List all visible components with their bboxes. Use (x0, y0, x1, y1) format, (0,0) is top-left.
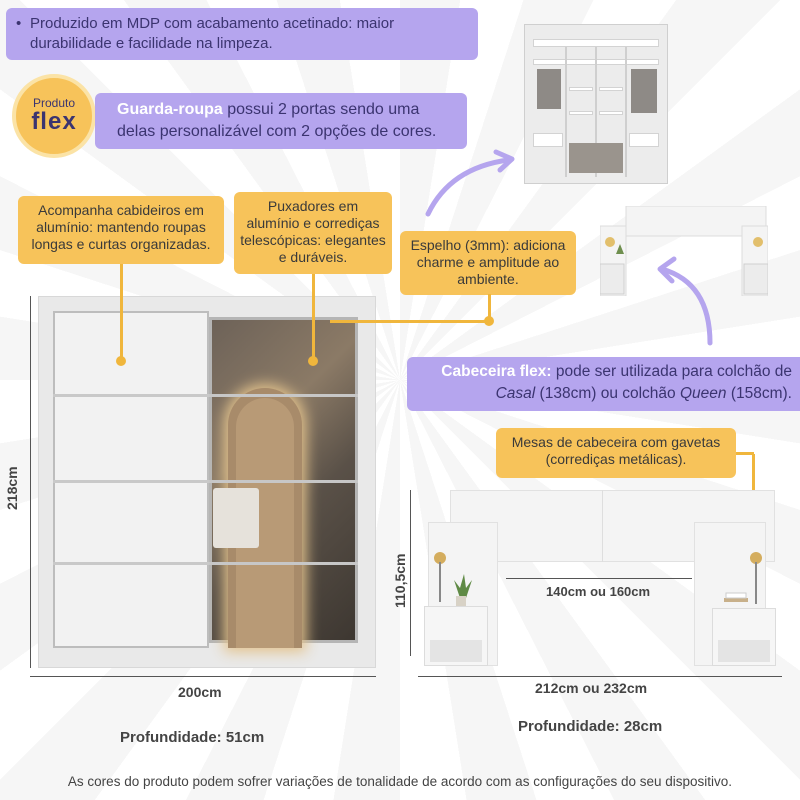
badge-line1: Produto (32, 96, 76, 110)
cabeceira-queen: Queen (679, 385, 727, 402)
color-disclaimer: As cores do produto podem sofrer variaçõ… (67, 774, 733, 789)
width-arrow (30, 676, 376, 677)
wardrobe-depth-label: Profundidade: 51cm (120, 729, 265, 746)
material-banner: • Produzido em MDP com acabamento acetin… (6, 8, 478, 60)
leader-line (488, 294, 491, 322)
mirror-divider (209, 394, 358, 397)
guarda-roupa-banner: Guarda-roupa possui 2 portas sendo uma d… (95, 93, 467, 149)
purple-arrow-up-icon (657, 256, 713, 346)
guarda-roupa-text: possui 2 portas sendo uma delas personal… (117, 101, 437, 140)
headboard-divider (602, 490, 603, 562)
bullet-icon: • (16, 15, 22, 32)
headboard-width-label: 212cm ou 232cm (535, 680, 648, 696)
material-text: Produzido em MDP com acabamento acetinad… (30, 15, 395, 52)
leader-line (312, 274, 315, 360)
cabeceira-text: pode ser utilizada para colchão de (551, 363, 792, 380)
mirror-divider (209, 480, 358, 483)
callout-espelho: Espelho (3mm): adiciona charme e amplitu… (400, 231, 576, 295)
headboard-small-image (600, 206, 768, 296)
cabeceira-text: (138cm) ou colchão (535, 385, 680, 402)
leader-dot (116, 356, 126, 366)
produto-flex-badge: Produto flex (12, 74, 96, 158)
cabeceira-title: Cabeceira flex: (441, 363, 552, 380)
headboard-height-label: 110,5cm (392, 553, 408, 609)
panel-line (53, 480, 209, 483)
lamp-books-right-icon (724, 552, 762, 604)
wardrobe-interior-image (524, 24, 668, 184)
headboard-depth-label: Profundidade: 28cm (518, 718, 663, 735)
panel-line (53, 562, 209, 565)
wardrobe-left-door (53, 311, 209, 648)
panel-line (53, 394, 209, 397)
mirror-reflection-bed (213, 488, 259, 548)
leader-line (120, 264, 123, 360)
cabeceira-text: (158cm). (726, 385, 792, 402)
headboard-inner-arrow (506, 578, 692, 579)
headboard-width-arrow (418, 676, 782, 677)
mirror-divider (209, 562, 358, 565)
nightstand-left-niche (430, 640, 482, 662)
cabeceira-banner: Cabeceira flex: pode ser utilizada para … (407, 357, 800, 411)
guarda-roupa-title: Guarda-roupa (117, 101, 223, 118)
leader-line (736, 452, 754, 455)
leader-line (330, 320, 490, 323)
leader-dot (308, 356, 318, 366)
purple-arrow-icon (425, 149, 515, 217)
badge-line2: flex (31, 108, 77, 135)
callout-cabideiros: Acompanha cabideiros em alumínio: manten… (18, 196, 224, 264)
wardrobe-width-label: 200cm (178, 684, 222, 700)
cabeceira-casal: Casal (495, 385, 536, 402)
headboard-height-arrow (410, 490, 411, 656)
nightstand-right-niche (718, 640, 770, 662)
wardrobe-height-label: 218cm (4, 466, 20, 510)
callout-puxadores: Puxadores em alumínio e corrediças teles… (234, 192, 392, 274)
leader-dot (484, 316, 494, 326)
height-arrow (30, 296, 31, 668)
callout-mesas: Mesas de cabeceira com gavetas (corrediç… (496, 428, 736, 478)
lamp-plant-left-icon (434, 552, 472, 606)
headboard-inner-label: 140cm ou 160cm (546, 584, 651, 599)
